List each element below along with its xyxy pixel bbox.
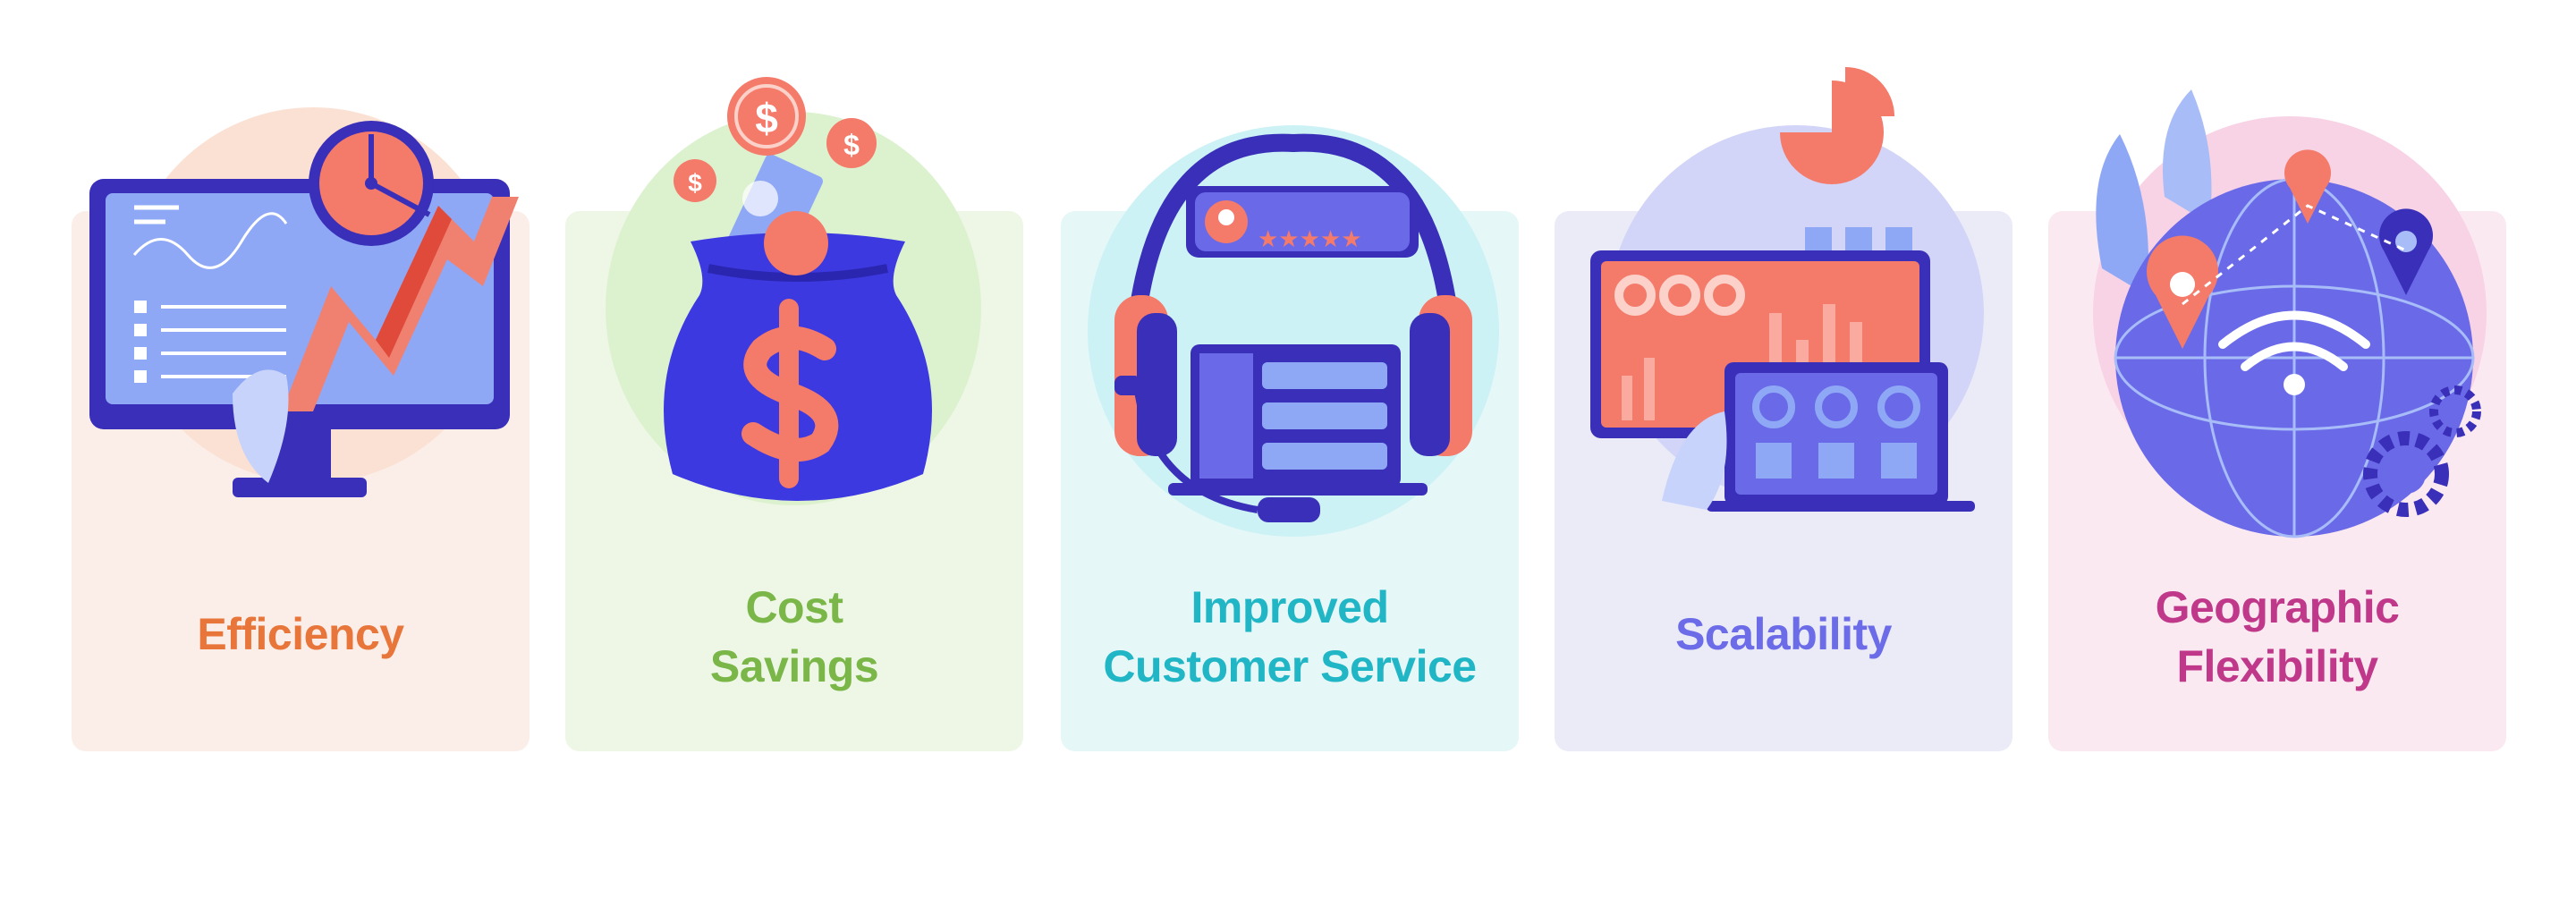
card-title-cost-savings: Cost Savings [709, 582, 879, 691]
dashboard-pie-chart-icon [1590, 67, 1984, 512]
svg-text:$: $ [755, 95, 778, 141]
globe-location-icon [2093, 89, 2487, 538]
svg-text:★★★★★: ★★★★★ [1258, 226, 1362, 253]
money-bag-icon: $ $ $ [606, 77, 981, 505]
card-title-geographic-flexibility: Geographic Flexibility [2155, 582, 2400, 691]
card-title-efficiency: Efficiency [197, 609, 404, 659]
svg-text:$: $ [843, 129, 860, 161]
headset-rating-icon: ★★★★★ [1088, 125, 1499, 537]
monitor-clock-chart-icon [89, 107, 519, 497]
card-title-scalability: Scalability [1675, 609, 1892, 659]
card-title-improved-customer-service: Improved Customer Service [1103, 582, 1477, 691]
svg-text:$: $ [688, 169, 702, 197]
